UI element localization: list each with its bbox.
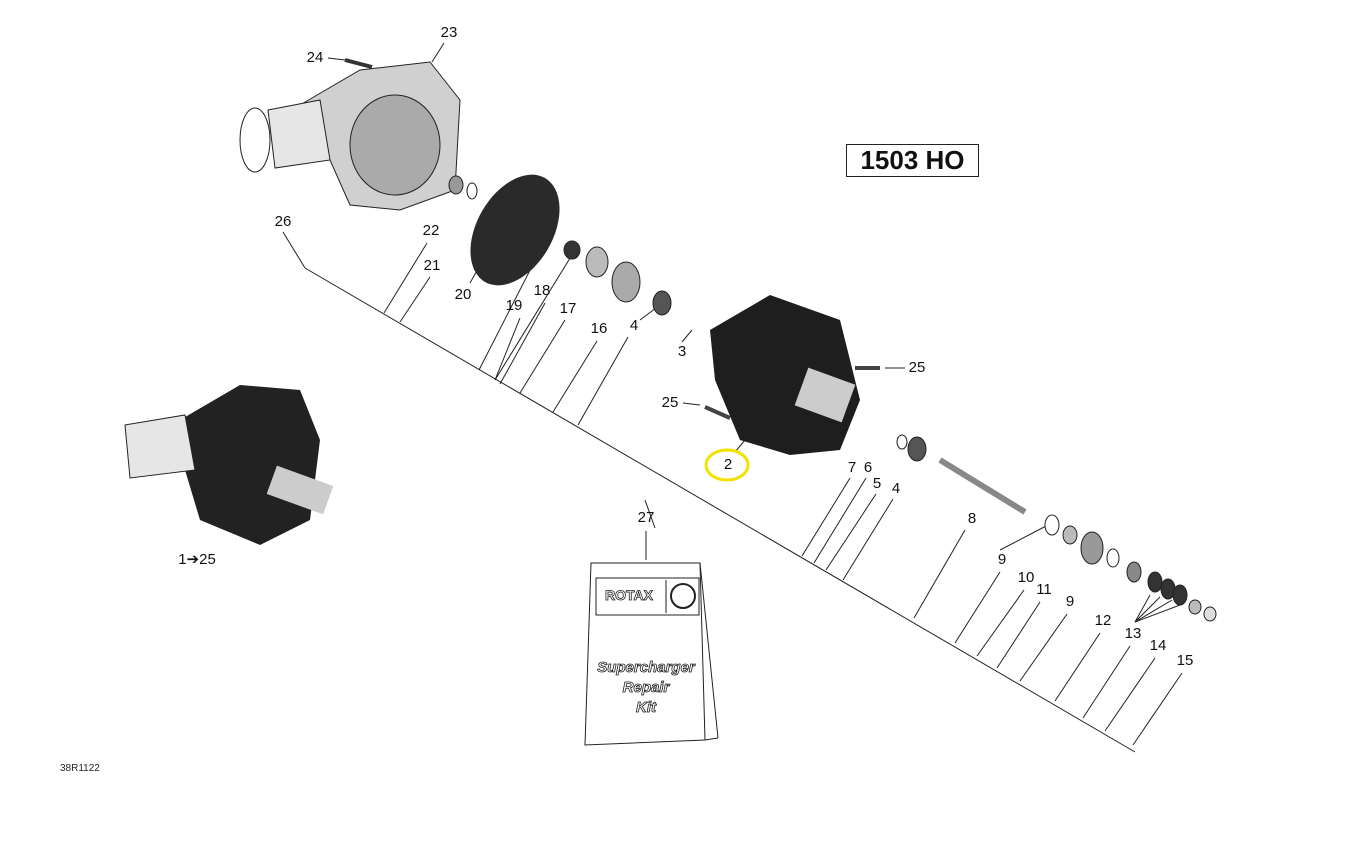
callout-assembly-range[interactable]: 1➔25: [178, 551, 216, 568]
callout-8[interactable]: 8: [968, 510, 976, 527]
callout-21[interactable]: 21: [424, 257, 441, 274]
callout-16[interactable]: 16: [591, 320, 608, 337]
callout-20[interactable]: 20: [455, 286, 472, 303]
callout-27[interactable]: 27: [638, 509, 655, 526]
repair-kit-booklet-part-27: ROTAX Supercharger Repair Kit: [584, 562, 719, 746]
callout-11[interactable]: 11: [1036, 581, 1052, 598]
kit-title-line3: Kit: [636, 699, 657, 716]
callout-6[interactable]: 6: [864, 459, 872, 476]
callout-19[interactable]: 19: [506, 297, 523, 314]
impeller-part-20: [470, 174, 560, 286]
bolt-part-24: [344, 58, 373, 69]
main-leader-line: [304, 267, 1136, 753]
supercharger-housing-part-2: [710, 295, 860, 455]
callout-26[interactable]: 26: [275, 213, 292, 230]
callout-15[interactable]: 15: [1177, 652, 1194, 669]
callout-12[interactable]: 12: [1095, 612, 1112, 629]
callout-9[interactable]: 9: [998, 551, 1006, 568]
callout-13[interactable]: 13: [1125, 625, 1142, 642]
callout-22[interactable]: 22: [423, 222, 440, 239]
callout-17[interactable]: 17: [560, 300, 577, 317]
callout-3[interactable]: 3: [678, 343, 686, 360]
kit-brand-logo: ROTAX: [605, 587, 654, 603]
callout-2[interactable]: 2: [724, 456, 732, 473]
small-parts: [448, 175, 1217, 622]
leader-lines: [327, 42, 1183, 746]
callout-9[interactable]: 9: [1066, 593, 1074, 610]
callout-7[interactable]: 7: [848, 459, 856, 476]
callout-25[interactable]: 25: [909, 359, 926, 376]
callout-4[interactable]: 4: [630, 317, 638, 334]
callout-5[interactable]: 5: [873, 475, 881, 492]
kit-title-line1: Supercharger: [597, 659, 696, 676]
callout-10[interactable]: 10: [1018, 569, 1035, 586]
callout-25[interactable]: 25: [662, 394, 679, 411]
supercharger-assembly-part-1-25: [124, 385, 334, 545]
callout-23[interactable]: 23: [441, 24, 458, 41]
kit-title-line2: Repair: [623, 679, 671, 696]
callout-14[interactable]: 14: [1150, 637, 1167, 654]
callout-4[interactable]: 4: [892, 480, 900, 497]
model-label: 1503 HO: [846, 144, 979, 177]
highlight-circle: [704, 448, 750, 482]
supercharger-cover-part-23: [239, 61, 461, 211]
diagram-code: 38R1122: [60, 763, 100, 774]
callout-24[interactable]: 24: [307, 49, 324, 66]
callout-18[interactable]: 18: [534, 282, 551, 299]
callout-labels: 23 24 26 22 21 20 19 18 17 16 4 3 25 25 …: [178, 24, 1193, 669]
